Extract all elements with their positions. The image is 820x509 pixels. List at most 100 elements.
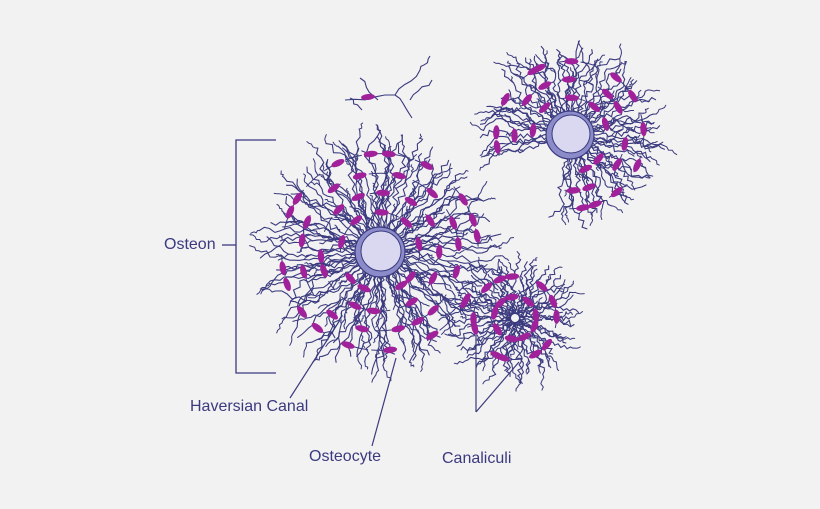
canaliculus [568, 157, 572, 173]
canaliculus-branch [344, 302, 349, 314]
canaliculus [530, 341, 539, 353]
osteocyte [496, 354, 510, 362]
canaliculus-branch [460, 315, 467, 321]
canaliculus-branch [555, 361, 560, 372]
canaliculus [399, 225, 422, 240]
canaliculus [515, 102, 529, 110]
canaliculus [523, 77, 529, 98]
osteocyte [481, 282, 493, 294]
canaliculus-branch [426, 240, 436, 245]
osteocyte [405, 297, 418, 307]
canaliculus [415, 273, 428, 292]
canaliculus [455, 335, 472, 340]
osteocyte [621, 137, 629, 151]
canaliculus-branch [438, 313, 453, 321]
canaliculus-branch [380, 298, 387, 312]
osteocyte [610, 187, 623, 198]
canaliculus [623, 125, 640, 134]
osteocyte [348, 301, 362, 310]
canaliculus-branch [488, 197, 496, 200]
canaliculus [418, 334, 426, 360]
canaliculus [445, 313, 456, 337]
canaliculus-branch [410, 188, 414, 197]
canaliculus [509, 67, 525, 79]
canaliculus [484, 344, 496, 357]
canaliculus [527, 330, 538, 343]
canaliculus [515, 56, 522, 78]
canaliculus [540, 327, 552, 338]
canaliculus-branch [433, 173, 444, 179]
canaliculus [411, 335, 417, 361]
canaliculus [364, 130, 381, 157]
canaliculus [618, 116, 631, 132]
haversian-canals [354, 110, 595, 278]
osteocyte [504, 293, 519, 301]
canaliculus-branch [506, 52, 517, 59]
canaliculus [620, 149, 638, 155]
canaliculus-branch [528, 286, 533, 294]
canaliculus-branch [306, 228, 320, 232]
canaliculus-branch [535, 54, 546, 65]
canaliculus [403, 240, 428, 250]
osteocyte [351, 193, 365, 201]
canaliculus-branch [564, 214, 569, 223]
canaliculus-branch [276, 319, 284, 334]
canaliculus [330, 213, 350, 224]
canaliculus [617, 120, 633, 126]
canaliculus [575, 64, 587, 81]
canaliculus [588, 71, 594, 90]
canaliculus [274, 290, 305, 302]
osteocyte [298, 233, 306, 248]
osteocyte [521, 94, 532, 106]
canaliculus [527, 108, 540, 118]
canaliculus-branch [408, 154, 417, 163]
canaliculus [318, 227, 340, 237]
canaliculus-branch [420, 321, 431, 328]
canaliculus-branch [324, 198, 334, 203]
canaliculus [419, 301, 429, 323]
canaliculus [284, 226, 311, 233]
canaliculus-branch [307, 203, 323, 208]
canaliculus-branch [289, 331, 295, 346]
canaliculus-branch [655, 104, 667, 115]
canaliculus [624, 80, 638, 93]
canaliculus [554, 334, 567, 344]
canaliculus [500, 115, 517, 125]
canaliculus [501, 306, 512, 317]
canaliculus-branch [506, 60, 511, 69]
canaliculus-branch [392, 295, 397, 310]
osteocyte [633, 158, 642, 172]
canaliculus [621, 184, 647, 190]
osteocyte [326, 309, 338, 320]
osteocyte [452, 264, 460, 279]
canaliculus [471, 296, 488, 304]
canaliculus [448, 266, 474, 272]
lamella-arc [374, 329, 392, 332]
canaliculus [499, 280, 505, 294]
canaliculus [270, 220, 296, 226]
canaliculus [302, 294, 325, 306]
canaliculus [525, 275, 534, 290]
osteocyte [640, 122, 647, 137]
canaliculus [479, 267, 488, 281]
canaliculus [516, 301, 526, 315]
canaliculus [480, 337, 489, 352]
canaliculus [373, 203, 381, 229]
canaliculus-branch [392, 178, 397, 189]
osteocyte [455, 237, 462, 252]
canaliculus [589, 84, 598, 102]
canaliculus-branch [559, 287, 569, 300]
canaliculus [422, 230, 447, 238]
canaliculus-branch [360, 334, 366, 349]
canaliculus [374, 275, 380, 296]
canaliculus [577, 98, 584, 115]
canaliculus [526, 359, 531, 375]
canaliculus [306, 195, 322, 217]
canaliculus [540, 331, 556, 338]
canaliculus [476, 244, 502, 254]
canaliculus [476, 291, 491, 299]
canaliculus [635, 151, 651, 159]
canaliculus [518, 314, 532, 319]
canaliculus [591, 141, 608, 147]
canaliculus [630, 174, 651, 179]
